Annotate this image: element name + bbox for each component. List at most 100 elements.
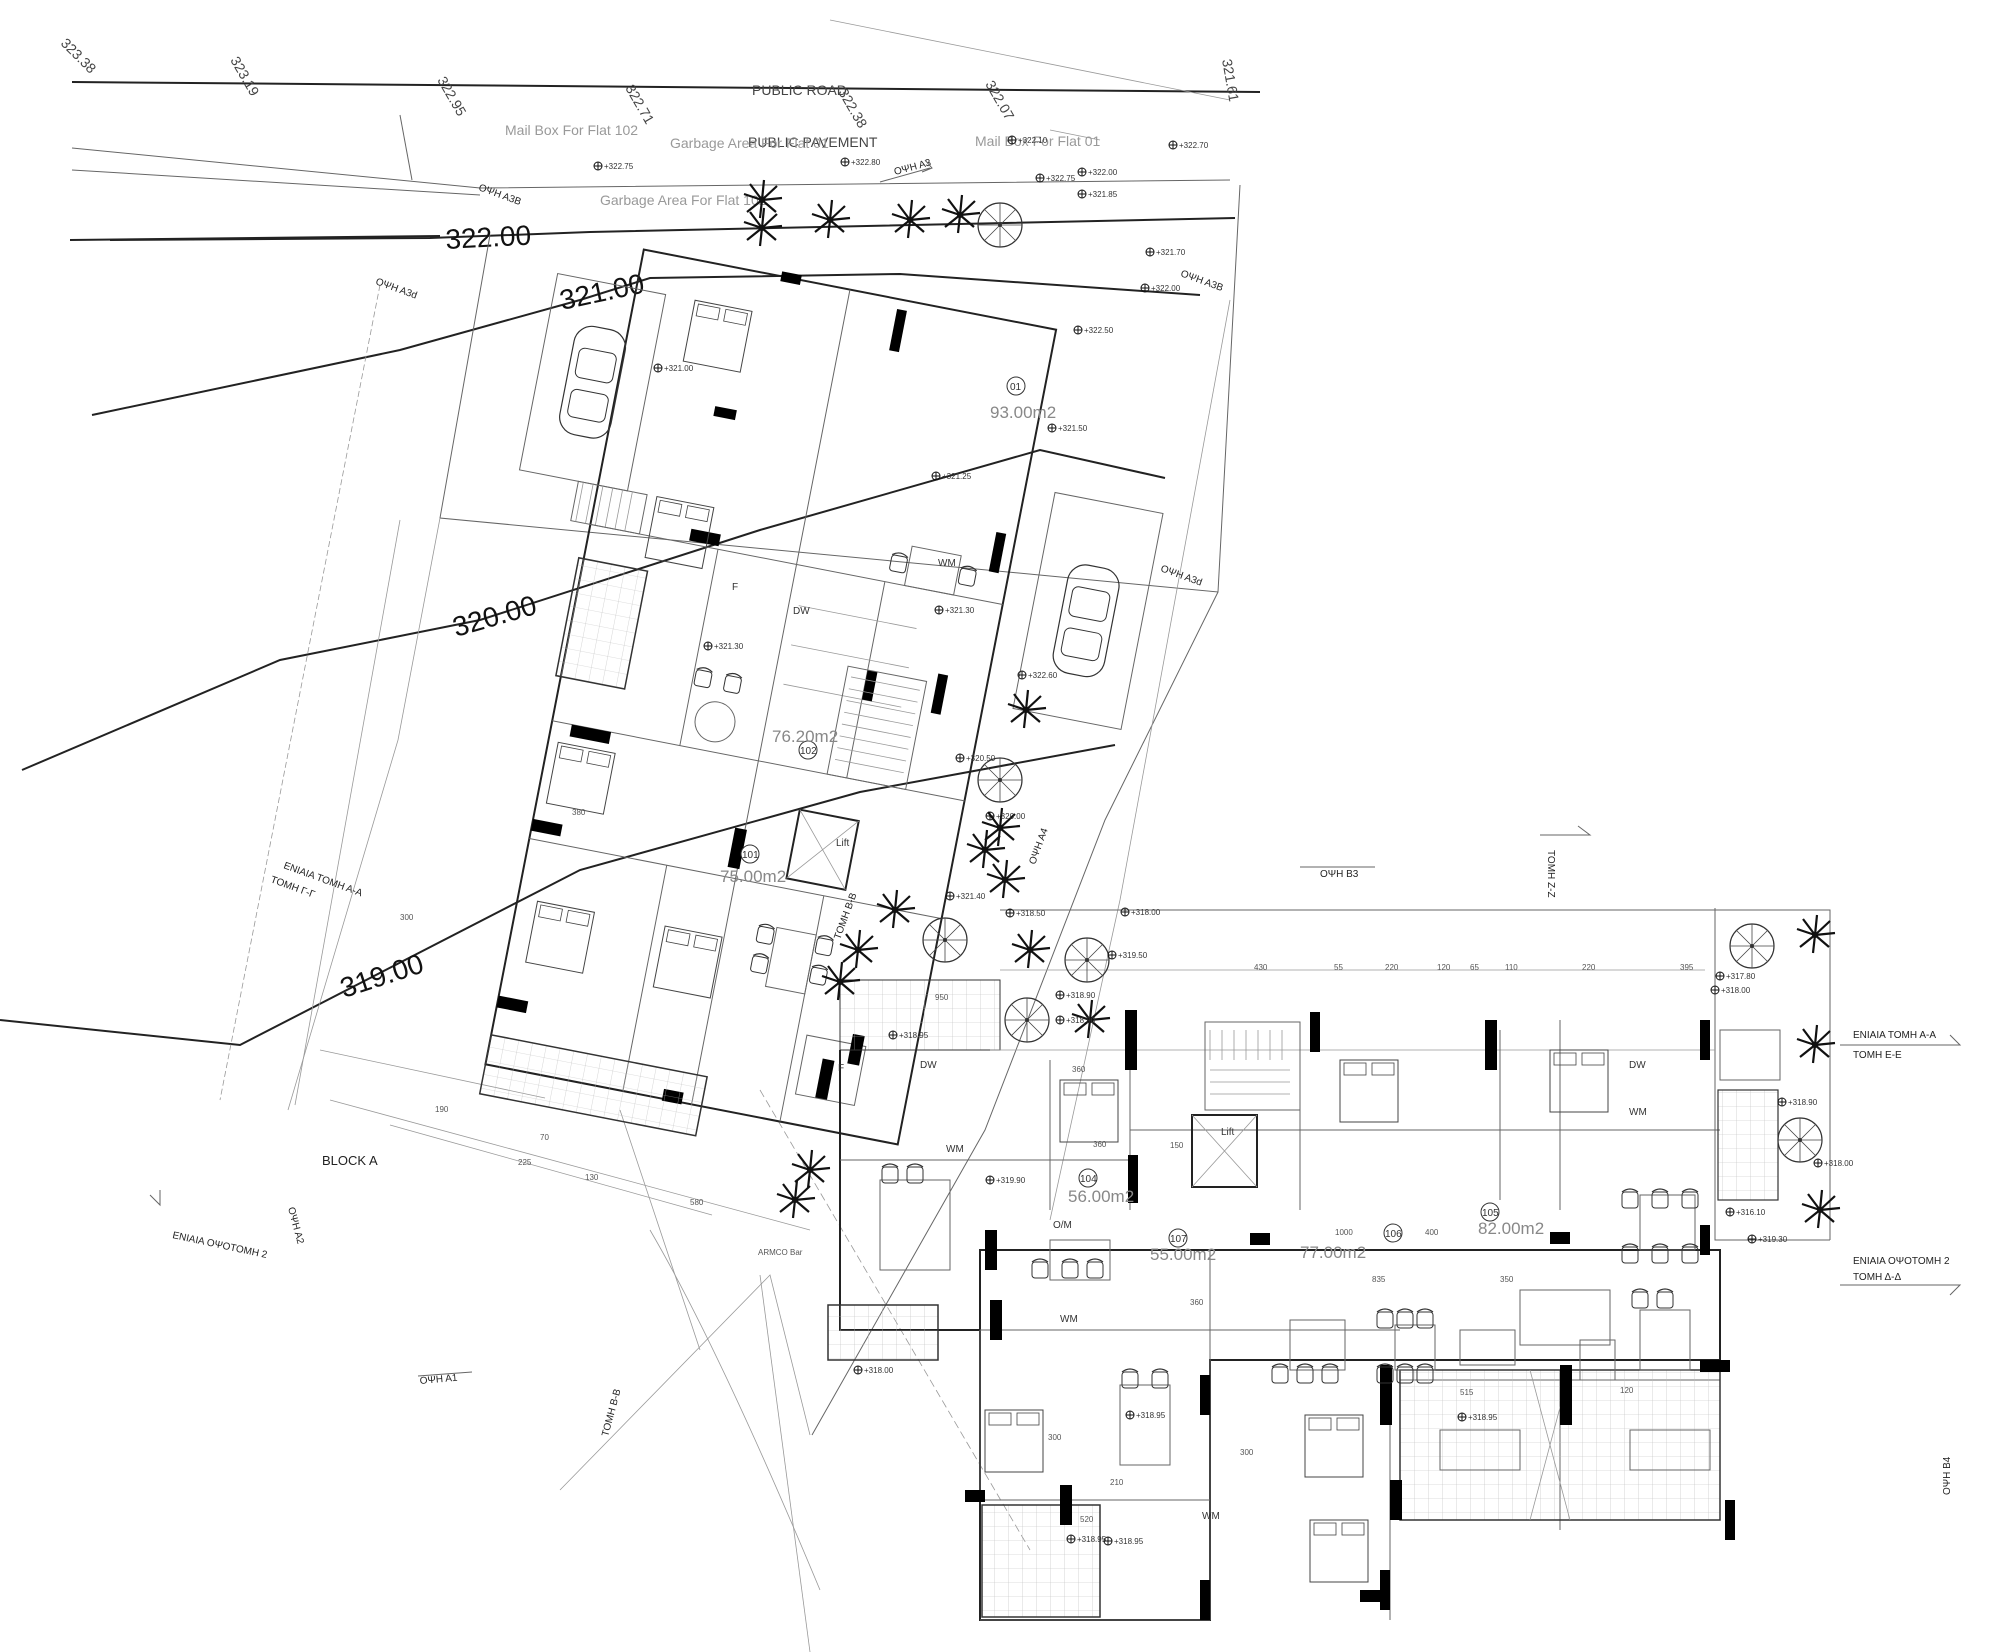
dishwasher-label: DW bbox=[1629, 1060, 1646, 1071]
washing-machine-label: WM bbox=[1629, 1107, 1647, 1118]
road-labels: PUBLIC ROAD PUBLIC PAVEMENT Mail Box For… bbox=[505, 82, 1100, 208]
level-value: +318.95 bbox=[899, 1031, 929, 1040]
level-value: +322.60 bbox=[1028, 671, 1058, 680]
svg-text:ΤΟΜΗ Β-Β: ΤΟΜΗ Β-Β bbox=[600, 1388, 623, 1438]
level-marker: +322.75 bbox=[1035, 173, 1076, 183]
block-a-upper bbox=[478, 248, 1164, 1146]
dimension-value: 360 bbox=[1093, 1140, 1107, 1149]
section-marker: ΤΟΜΗ Ζ-Ζ bbox=[1540, 825, 1592, 898]
road-elevation: 322.95 bbox=[434, 74, 469, 119]
level-value: +318.90 bbox=[1066, 1016, 1096, 1025]
level-marker: +318.90 bbox=[1055, 990, 1096, 1000]
washing-machine-label: WM bbox=[1060, 1314, 1078, 1325]
dimension-value: 120 bbox=[1620, 1386, 1634, 1395]
block-a-label: BLOCK A bbox=[322, 1153, 378, 1168]
washing-machine-label: WM bbox=[938, 558, 956, 569]
unit-number: 105 bbox=[1482, 1208, 1499, 1219]
level-marker: +318.00 bbox=[1710, 985, 1751, 995]
level-marker: +322.00 bbox=[1140, 283, 1181, 293]
unit-number: 102 bbox=[800, 746, 817, 757]
dimension-value: 580 bbox=[690, 1198, 704, 1207]
dimension-value: 430 bbox=[1254, 963, 1268, 972]
level-marker: +321.30 bbox=[934, 605, 975, 615]
section-marker: ΟΨΗ Α3Β bbox=[1179, 268, 1225, 294]
level-value: +320.00 bbox=[996, 812, 1026, 821]
level-marker: +318.95 bbox=[1457, 1412, 1498, 1422]
section-marker: ΟΨΗ Α3Β bbox=[477, 182, 523, 208]
svg-text:ΤΟΜΗ Ε-Ε: ΤΟΜΗ Ε-Ε bbox=[1853, 1050, 1902, 1061]
unit-102: 102 76.20m2 bbox=[772, 727, 838, 760]
level-marker: +321.30 bbox=[703, 641, 744, 651]
section-marker: ΟΨΗ Α1 bbox=[417, 1371, 473, 1387]
level-value: +321.85 bbox=[1088, 190, 1118, 199]
dishwasher-label: DW bbox=[920, 1060, 937, 1071]
unit-105: 105 82.00m2 bbox=[1478, 1202, 1544, 1238]
level-marker: +321.70 bbox=[1145, 247, 1186, 257]
section-marker: ΕΝΙΑΙΑ ΟΨΟΤΟΜΗ 2 bbox=[1853, 1256, 1950, 1267]
level-value: +317.80 bbox=[1726, 972, 1756, 981]
dimension-value: 835 bbox=[1372, 1275, 1386, 1284]
level-marker: +318.95 bbox=[1125, 1410, 1166, 1420]
garbage-102-note: Garbage Area For Flat 102 bbox=[600, 192, 767, 208]
level-marker: +321.40 bbox=[945, 891, 986, 901]
section-marker: ΟΨΗ Α2 bbox=[285, 1206, 306, 1246]
road-elevation: 323.19 bbox=[227, 54, 262, 99]
level-value: +321.30 bbox=[714, 642, 744, 651]
level-marker: +317.80 bbox=[1715, 971, 1756, 981]
level-value: +320.50 bbox=[966, 754, 996, 763]
level-value: +318.00 bbox=[1824, 1159, 1854, 1168]
unit-107: 107 55.00m2 bbox=[1150, 1228, 1216, 1264]
unit-104: 104 56.00m2 bbox=[1068, 1168, 1134, 1206]
level-value: +322.00 bbox=[1088, 168, 1118, 177]
dimension-value: 55 bbox=[1334, 963, 1343, 972]
level-marker: +318.95 bbox=[1103, 1536, 1144, 1546]
level-value: +321.30 bbox=[945, 606, 975, 615]
unit-area: 77.00m2 bbox=[1300, 1243, 1366, 1262]
dimension-value: 210 bbox=[1110, 1478, 1124, 1487]
road-elevation: 323.38 bbox=[58, 35, 100, 77]
dishwasher-label: DW bbox=[793, 606, 810, 617]
svg-text:ΟΨΗ Α2: ΟΨΗ Α2 bbox=[285, 1206, 306, 1246]
contour-label-321: 321.00 bbox=[557, 268, 647, 316]
level-value: +321.25 bbox=[942, 472, 972, 481]
dimension-value: 220 bbox=[1582, 963, 1596, 972]
level-marker: +318.00 bbox=[1120, 907, 1161, 917]
landscape-trees bbox=[742, 178, 1842, 1230]
road-elevation: 321.61 bbox=[1219, 58, 1242, 103]
svg-text:ΕΝΙΑΙΑ ΤΟΜΗ Α-Α: ΕΝΙΑΙΑ ΤΟΜΗ Α-Α bbox=[1853, 1030, 1936, 1041]
dimension-value: 515 bbox=[1460, 1388, 1474, 1397]
unit-number: 01 bbox=[1010, 382, 1022, 393]
unit-area: 76.20m2 bbox=[772, 727, 838, 746]
level-marker: +318.90 bbox=[1055, 1015, 1096, 1025]
lift-label: Lift bbox=[836, 838, 850, 849]
level-marker: +322.60 bbox=[1017, 670, 1058, 680]
level-value: +318.95 bbox=[1136, 1411, 1166, 1420]
level-marker: +319.30 bbox=[1747, 1234, 1788, 1244]
section-marker: ΤΟΜΗ Β-Β bbox=[600, 1388, 623, 1438]
contour-label-322: 322.00 bbox=[445, 220, 532, 255]
fridge-label: F bbox=[732, 582, 738, 593]
level-marker: +322.75 bbox=[593, 161, 634, 171]
level-value: +321.70 bbox=[1156, 248, 1186, 257]
svg-text:ΟΨΗ Α3d: ΟΨΗ Α3d bbox=[374, 276, 419, 301]
svg-text:ΟΨΗ Α1: ΟΨΗ Α1 bbox=[419, 1373, 458, 1387]
level-value: +318.95 bbox=[1468, 1413, 1498, 1422]
level-value: +319.50 bbox=[1118, 951, 1148, 960]
section-marker: ΤΟΜΗ Ε-Ε bbox=[1853, 1050, 1902, 1061]
unit-area: 93.00m2 bbox=[990, 403, 1056, 422]
public-road-label: PUBLIC ROAD bbox=[752, 82, 847, 98]
washing-machine-label: WM bbox=[1202, 1511, 1220, 1522]
armco-bar-label: ARMCO Bar bbox=[758, 1248, 803, 1257]
unit-106: 106 77.00m2 bbox=[1300, 1223, 1403, 1262]
dimension-value: 300 bbox=[1240, 1448, 1254, 1457]
unit-area: 55.00m2 bbox=[1150, 1245, 1216, 1264]
svg-text:ΟΨΗ Β3: ΟΨΗ Β3 bbox=[1320, 869, 1359, 880]
site-boundary bbox=[219, 184, 1241, 1652]
unit-number: 104 bbox=[1080, 1174, 1097, 1185]
dimension-value: 120 bbox=[1437, 963, 1451, 972]
unit-labels: 01 93.00m2 102 76.20m2 101 75.00m2 104 5… bbox=[720, 376, 1544, 1264]
svg-text:ΟΨΗ Α3Β: ΟΨΗ Α3Β bbox=[477, 182, 523, 208]
level-value: +321.00 bbox=[664, 364, 694, 373]
dimension-value: 70 bbox=[540, 1133, 549, 1142]
